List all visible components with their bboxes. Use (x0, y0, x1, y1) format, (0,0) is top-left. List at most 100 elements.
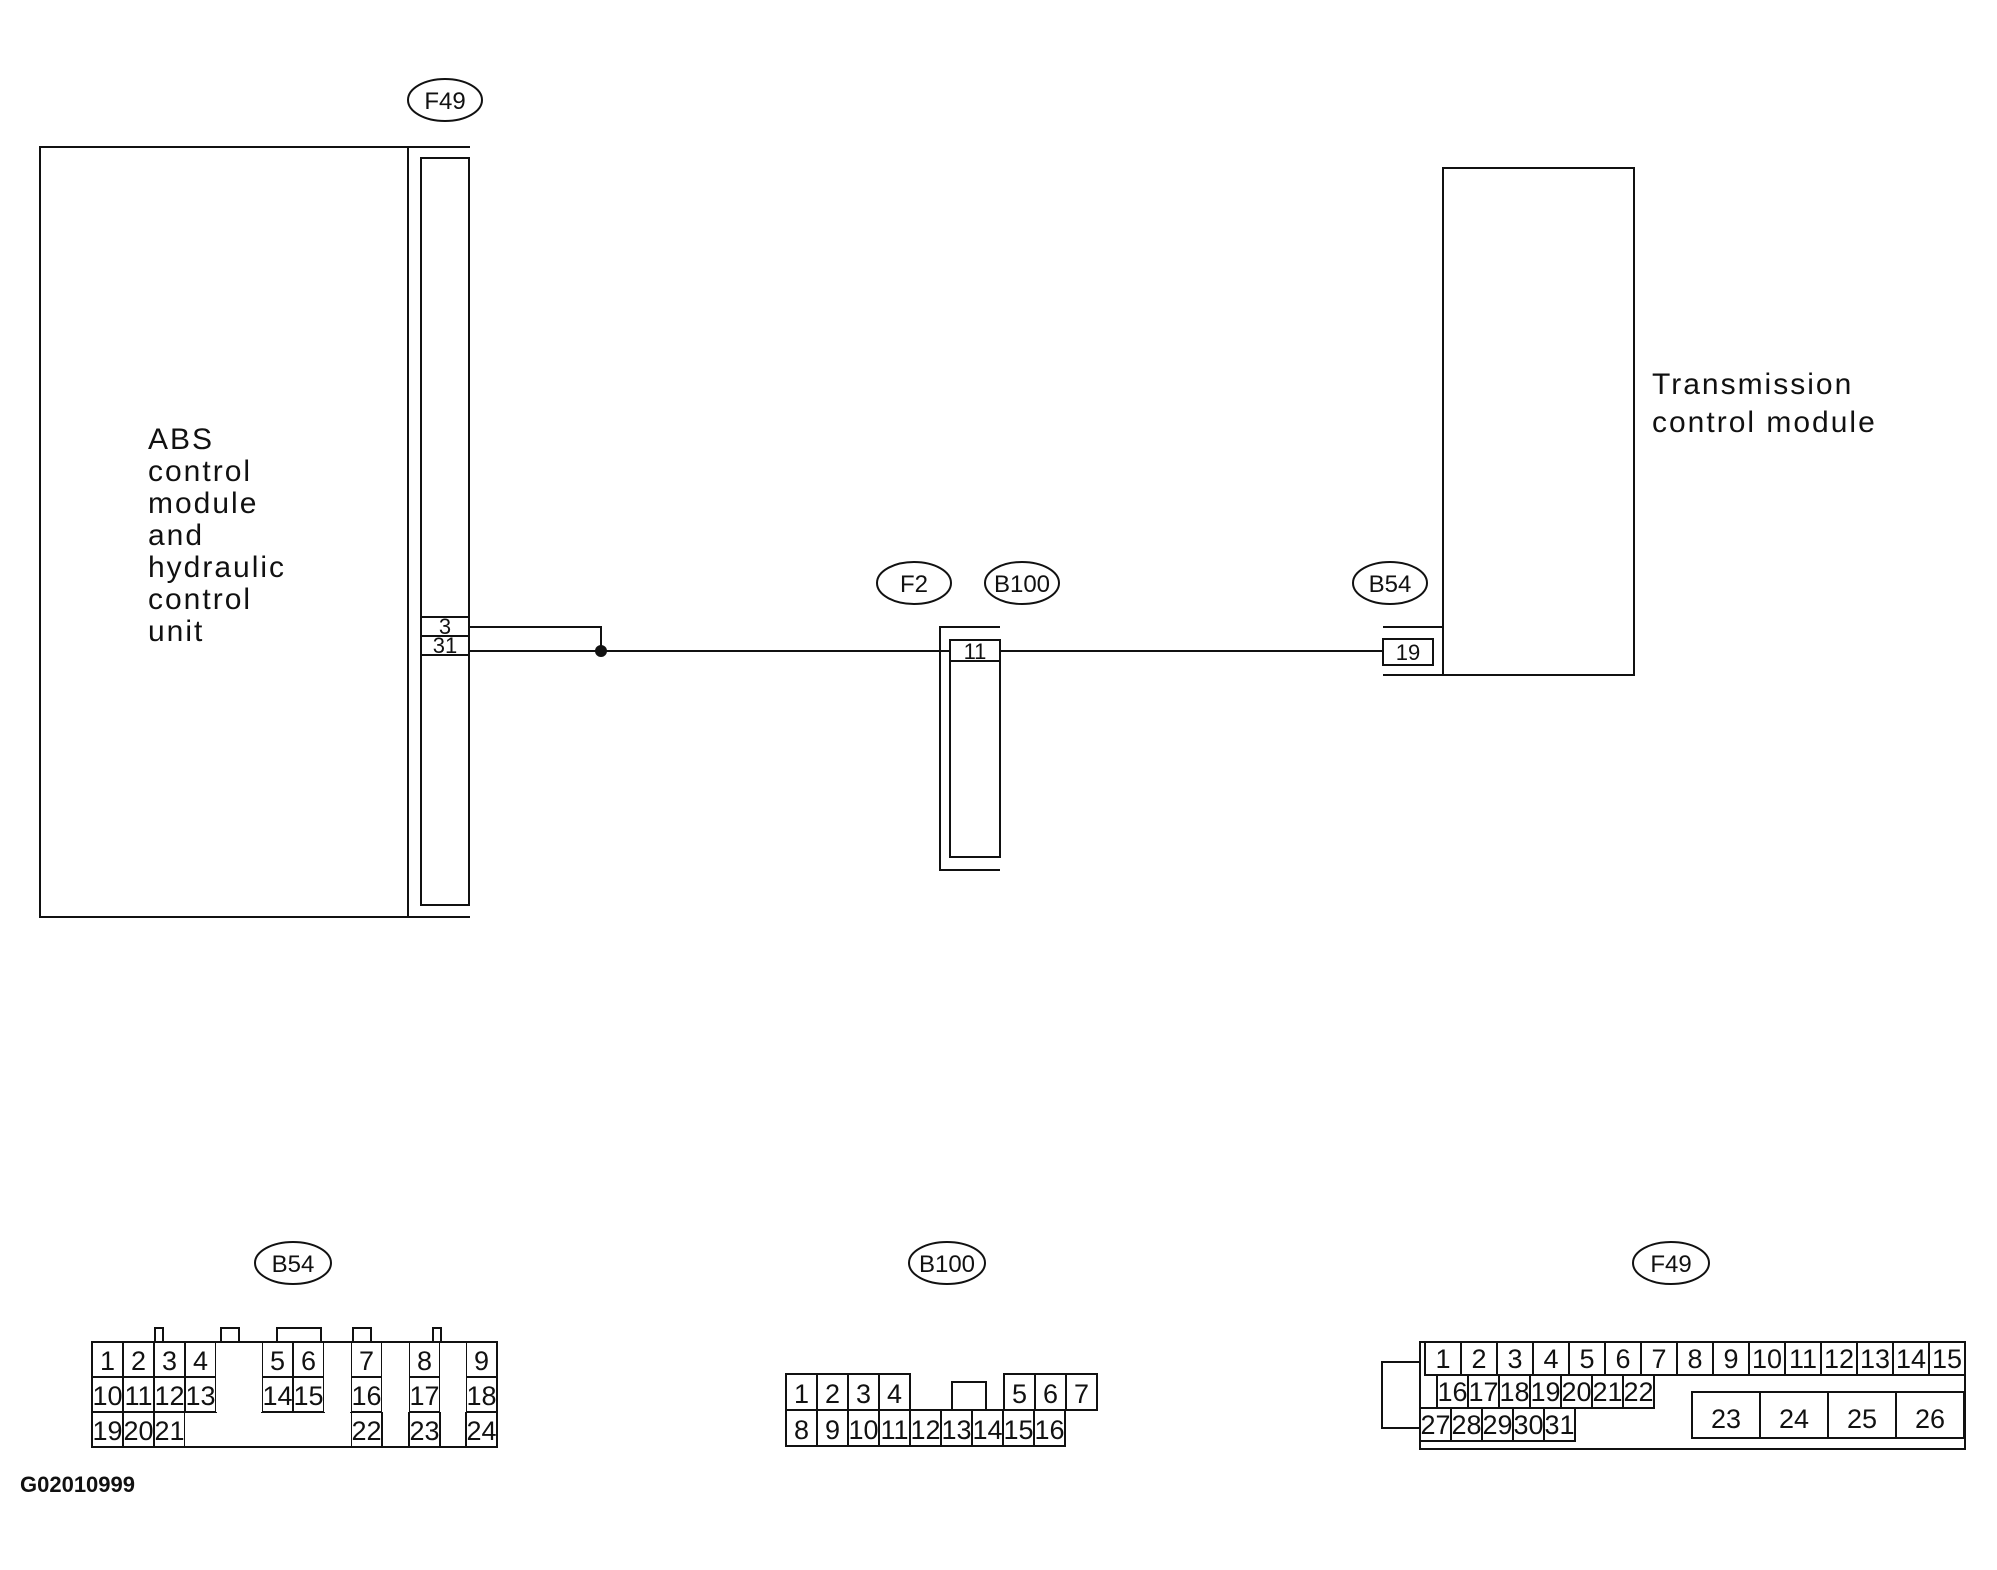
b100-tag: B100 (984, 561, 1060, 605)
f49-tag-label: F49 (424, 88, 465, 115)
b100-face-pin-5-label: 5 (1012, 1379, 1027, 1409)
f49-face-pin-7-label: 7 (1651, 1344, 1666, 1374)
b54-connector: 19 (1382, 626, 1443, 676)
b54-face-tab (352, 1327, 372, 1343)
b100-face-pin-14-label: 14 (972, 1415, 1002, 1445)
b100-face-pin-16-label: 16 (1034, 1415, 1064, 1445)
f49-face-pin-14-label: 14 (1896, 1344, 1926, 1374)
b54-face-pin-6-label: 6 (301, 1346, 316, 1376)
b54-face-pin-15-label: 15 (293, 1381, 323, 1411)
b54-face-pin-21-label: 21 (154, 1416, 184, 1446)
b54-face-tab (276, 1327, 322, 1343)
b54-face-pin-13-label: 13 (185, 1381, 215, 1411)
abs-label-line-6: control (148, 583, 252, 616)
abs-label-line-1: ABS (148, 423, 214, 456)
abs-label-line-2: control (148, 455, 252, 488)
f49-face-pin-6-label: 6 (1615, 1344, 1630, 1374)
b100-face-title-label: B100 (919, 1251, 975, 1278)
abs-module-box (39, 146, 409, 918)
f49-face-pin-19-label: 19 (1530, 1377, 1560, 1407)
tcm-label: Transmission control module (1652, 368, 1877, 439)
f49-face-pin-22-cell (1622, 1374, 1655, 1409)
f49-pin-3-label: 3 (439, 614, 451, 639)
b54-face-pin-14-label: 14 (262, 1381, 292, 1411)
b54-face-pin-7-label: 7 (359, 1346, 374, 1376)
b100-face-tab (951, 1381, 987, 1411)
f49-face-pin-8-label: 8 (1687, 1344, 1702, 1374)
f49-face-pin-29-label: 29 (1482, 1410, 1512, 1440)
b54-face-pin-9-label: 9 (474, 1346, 489, 1376)
b54-face-title-label: B54 (272, 1251, 315, 1278)
tcm-label-line-1: Transmission (1652, 368, 1853, 401)
b54-pin-19-label: 19 (1396, 640, 1420, 665)
f49-face-pin-26-label: 26 (1915, 1404, 1945, 1434)
b100-face-pin-4-label: 4 (887, 1379, 902, 1409)
f49-face-title: F49 (1632, 1241, 1710, 1285)
f49-face-pin-23-label: 23 (1711, 1404, 1741, 1434)
b100-face-pin-10-label: 10 (848, 1415, 878, 1445)
abs-label-line-5: hydraulic (148, 551, 286, 584)
b54-face-pin-8-label: 8 (417, 1346, 432, 1376)
f49-face-pin-28-label: 28 (1451, 1410, 1481, 1440)
f49-face-title-label: F49 (1650, 1251, 1691, 1278)
b100-face-pin-11-label: 11 (880, 1415, 908, 1445)
f49-face-pin-21-label: 21 (1592, 1377, 1622, 1407)
b54-face-pin-4-label: 4 (193, 1346, 208, 1376)
f49-face-pin-27-label: 27 (1420, 1410, 1450, 1440)
b100-face-pin-15-label: 15 (1003, 1415, 1033, 1445)
figure-code: G02010999 (20, 1472, 135, 1497)
b100-pin-11-label: 11 (964, 639, 987, 664)
b54-face-pin-1-label: 1 (100, 1346, 115, 1376)
f49-tag: F49 (407, 78, 483, 122)
b100-face-pin-2-label: 2 (825, 1379, 840, 1409)
f49-face-pin-4-label: 4 (1543, 1344, 1558, 1374)
f49-face-pin-13-label: 13 (1860, 1344, 1890, 1374)
f49-face-pin-30-label: 30 (1513, 1410, 1543, 1440)
f49-face-pin-31-label: 31 (1544, 1410, 1574, 1440)
b54-face-tab (154, 1327, 164, 1343)
b54-tag: B54 (1352, 561, 1428, 605)
b100-face-pin-3-label: 3 (856, 1379, 871, 1409)
b100-face-pin-13-label: 13 (941, 1415, 971, 1445)
b100-face-pin-8-label: 8 (794, 1415, 809, 1445)
b100-face-pin-9-label: 9 (825, 1415, 840, 1445)
b100-face-pin-6-label: 6 (1043, 1379, 1058, 1409)
b54-face-pin-23-label: 23 (409, 1416, 439, 1446)
f49-pin-31-label: 31 (433, 633, 457, 658)
b100-face-pin-7-label: 7 (1074, 1379, 1089, 1409)
b54-pin-19-cell (1382, 638, 1434, 666)
b54-face-pin-3-label: 3 (162, 1346, 177, 1376)
b100-face-pin-16-cell (1033, 1409, 1066, 1447)
f49-face-pin-16-label: 16 (1437, 1377, 1467, 1407)
b54-face-pin-19-label: 19 (92, 1416, 122, 1446)
b54-face-tab (220, 1327, 240, 1343)
f49-face-pin-17-label: 17 (1468, 1377, 1498, 1407)
f49-face-pin-3-label: 3 (1507, 1344, 1522, 1374)
tcm-label-line-2: control module (1652, 406, 1877, 439)
b100-face-pin-1-label: 1 (794, 1379, 809, 1409)
f49-face-pin-1-label: 1 (1435, 1344, 1450, 1374)
b100-tag-label: B100 (994, 571, 1050, 598)
b54-face-pin-12-label: 12 (154, 1381, 184, 1411)
b100-face-title: B100 (908, 1241, 986, 1285)
tcm-box (1442, 167, 1635, 676)
f49-face-pin-22-label: 22 (1623, 1377, 1653, 1407)
b54-face-pin-17-label: 17 (409, 1381, 439, 1411)
f49-pin-31-cell (420, 635, 470, 656)
f49-face-pin-24-label: 24 (1779, 1404, 1809, 1434)
f49-face-pin-9-label: 9 (1723, 1344, 1738, 1374)
f49-face-pin-11-label: 11 (1789, 1344, 1817, 1374)
b54-face-pin-5-label: 5 (270, 1346, 285, 1376)
b54-face-pin-10-label: 10 (92, 1381, 122, 1411)
b54-face-pin-16-label: 16 (351, 1381, 381, 1411)
f2-tag: F2 (876, 561, 952, 605)
b54-face-pin-2-label: 2 (131, 1346, 146, 1376)
f49-face-latch (1381, 1361, 1420, 1429)
f2-tag-label: F2 (900, 571, 928, 598)
f49-face-pin-2-label: 2 (1471, 1344, 1486, 1374)
